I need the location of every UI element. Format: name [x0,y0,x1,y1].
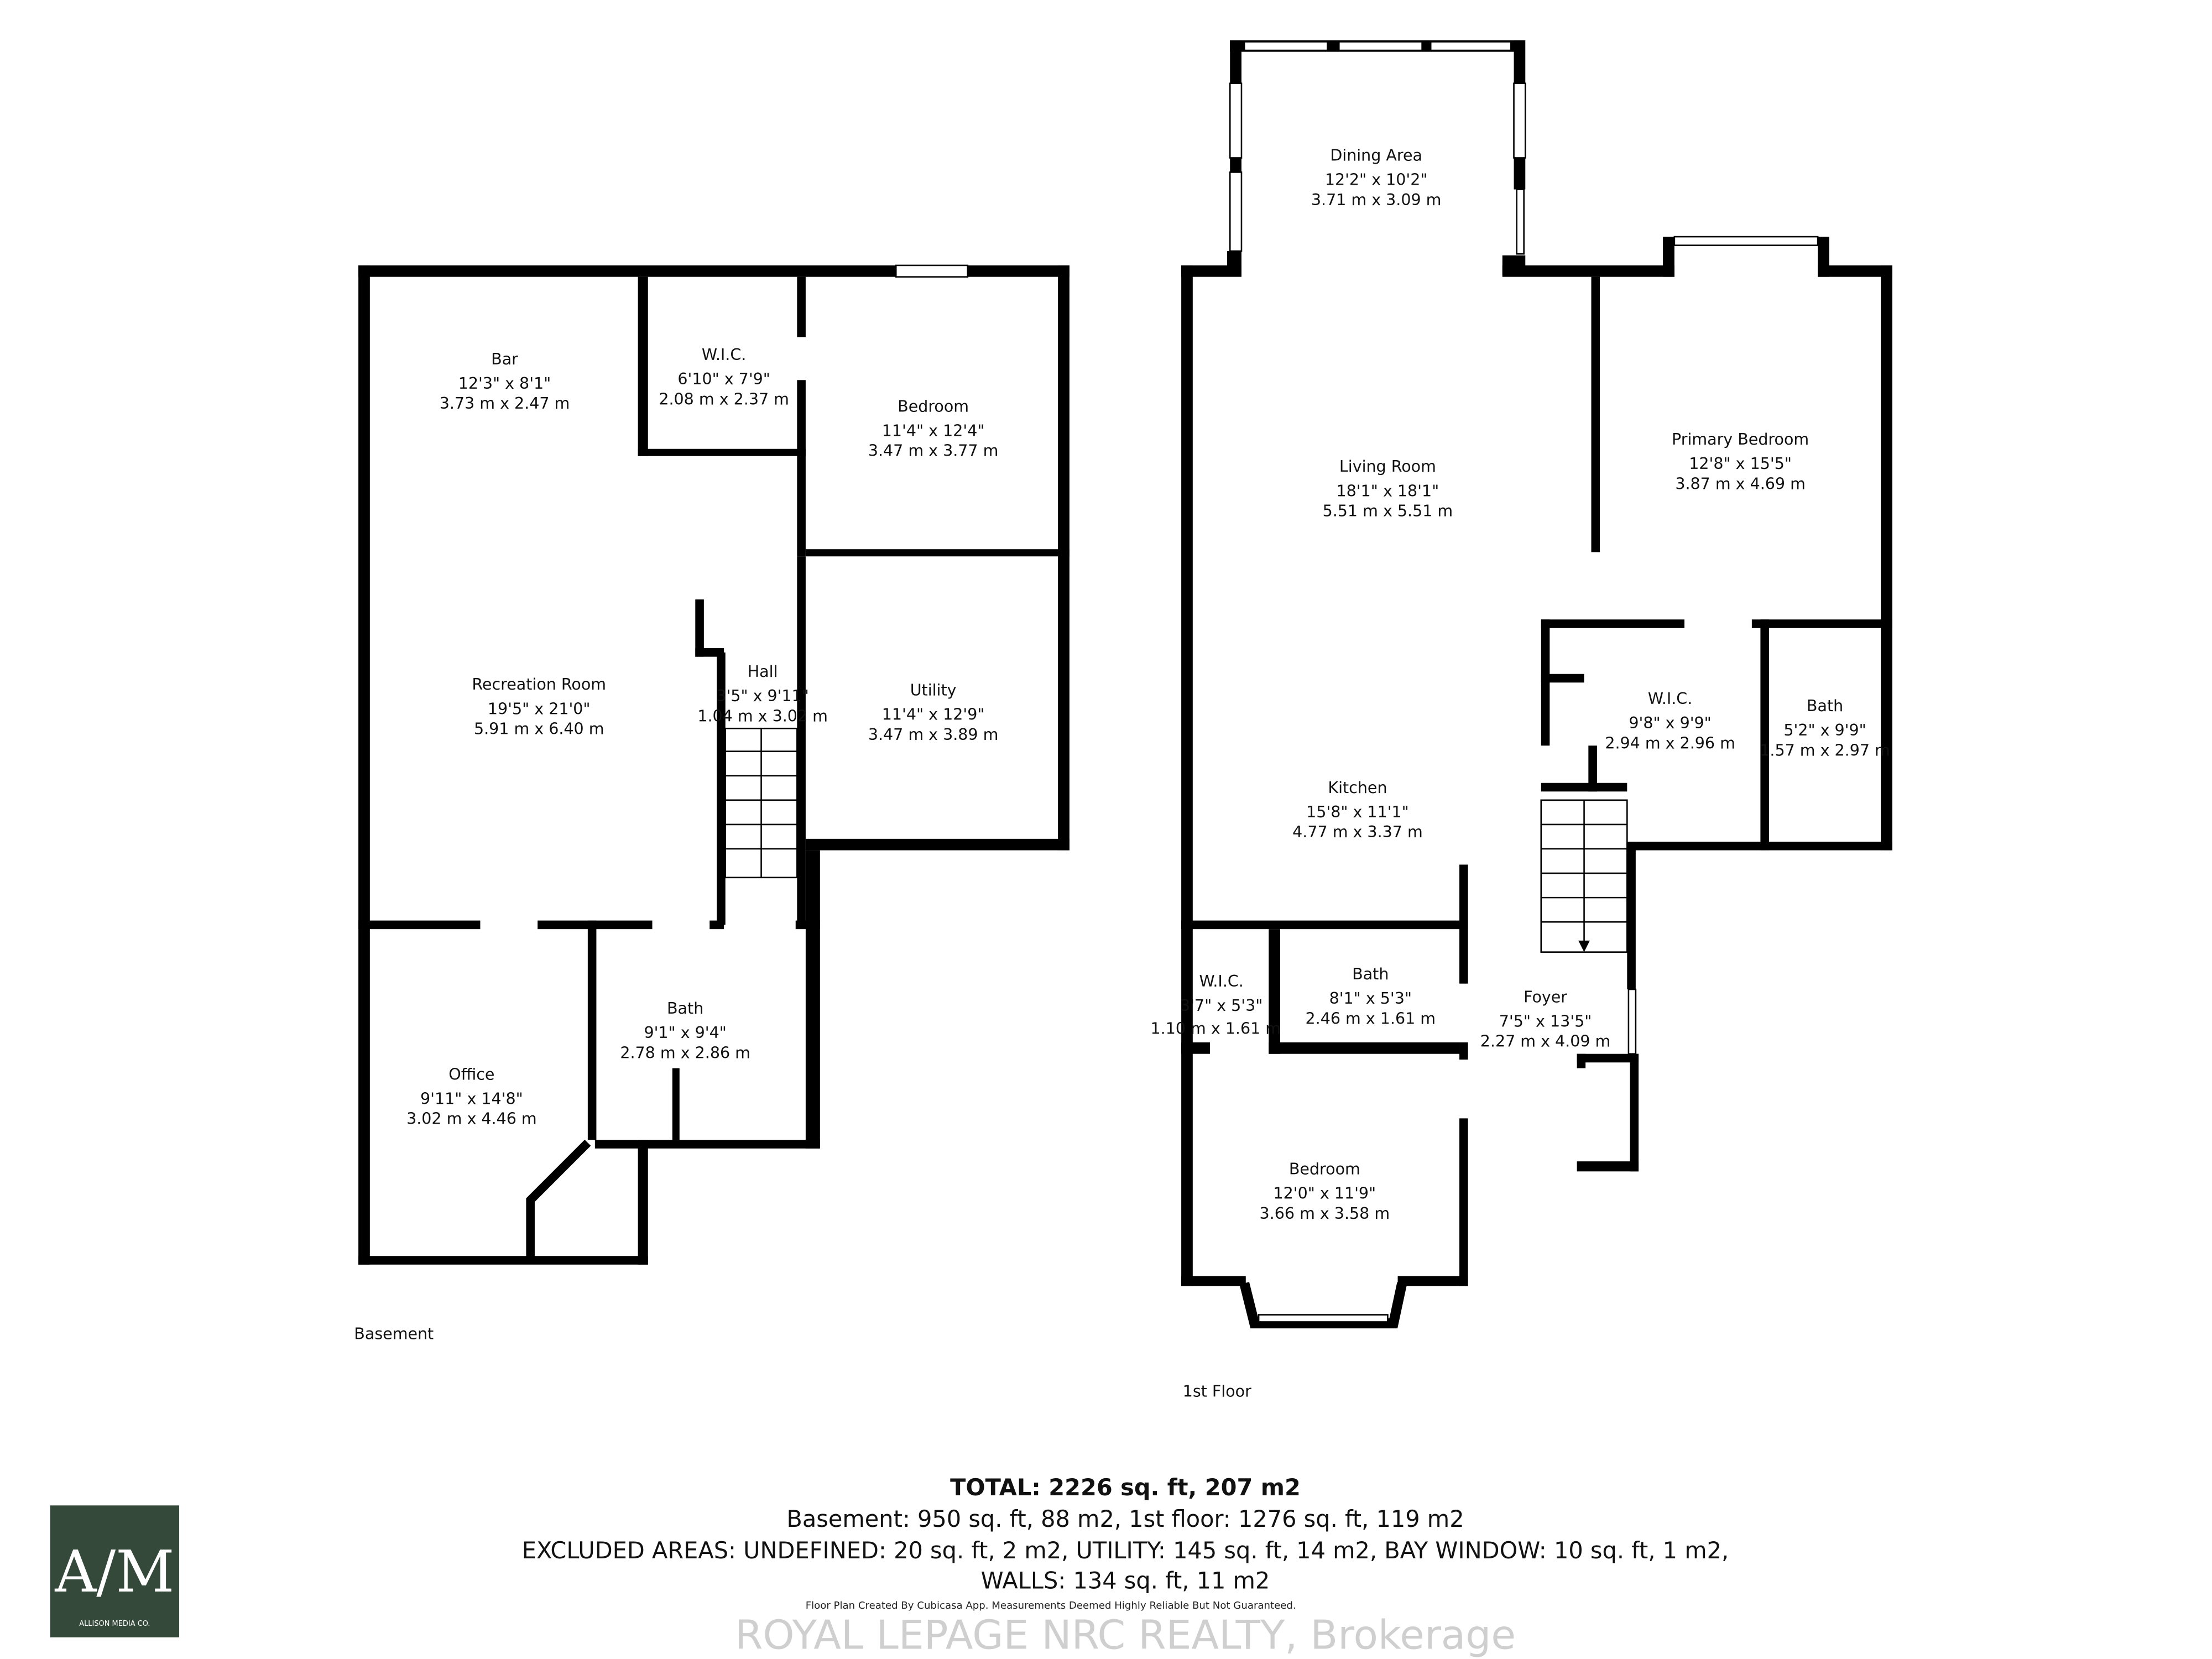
room-recreation: Recreation Room 19'5" x 21'0" 5.91 m x 6.4… [472,675,606,738]
watermark: ROYAL LEPAGE NRC REALTY, Brokerage [735,1613,1516,1659]
svg-text:3.71 m x 3.09 m: 3.71 m x 3.09 m [1311,191,1442,209]
svg-text:Primary Bedroom: Primary Bedroom [1672,430,1809,448]
basement-plan: Bar 12'3" x 8'1"3.73 m x 2.47 m W.I.C. 6'1… [354,264,1070,1343]
svg-text:9'1" x 9'4": 9'1" x 9'4" [644,1024,726,1042]
room-ensuite-bath: Bath 5'2" x 9'9" 1.57 m x 2.97 m [1760,697,1890,759]
room-bedroom: Bedroom 12'0" x 11'9"3.66 m x 3.58 m [1260,1160,1390,1222]
room-wic-primary: W.I.C. 9'8" x 9'9" 2.94 m x 2.96 m [1605,690,1735,752]
room-wic: W.I.C. 6'10" x 7'9" 2.08 m x 2.37 m [659,346,789,408]
first-floor-label: 1st Floor [1183,1382,1251,1400]
svg-text:Utility: Utility [910,681,957,700]
svg-text:Office: Office [448,1065,494,1083]
room-hall: Hall 3'5" x 9'11" 1.04 m x 3.02 m [697,662,828,725]
svg-text:18'1" x 18'1": 18'1" x 18'1" [1337,482,1439,500]
svg-text:1.10 m x 1.61 m: 1.10 m x 1.61 m [1151,1019,1281,1037]
svg-text:3.47 m x 3.77 m: 3.47 m x 3.77 m [868,442,999,460]
excluded-areas: EXCLUDED AREAS: UNDEFINED: 20 sq. ft, 2 … [522,1537,1729,1564]
room-living: Living Room 18'1" x 18'1" 5.51 m x 5.51 m [1323,457,1453,520]
room-utility: Utility 11'4" x 12'9" 3.47 m x 3.89 m [868,681,999,744]
svg-text:Bath: Bath [1352,965,1389,983]
svg-text:19'5" x 21'0": 19'5" x 21'0" [488,700,591,718]
svg-text:7'5" x 13'5": 7'5" x 13'5" [1499,1012,1592,1030]
svg-text:9'8" x 9'9": 9'8" x 9'9" [1629,714,1711,732]
svg-text:Hall: Hall [748,662,778,681]
disclaimer: Floor Plan Created By Cubicasa App. Meas… [806,1600,1296,1611]
svg-text:5.91 m x 6.40 m: 5.91 m x 6.40 m [474,720,604,738]
svg-text:Bath: Bath [1807,697,1843,715]
svg-text:2.78 m x 2.86 m: 2.78 m x 2.86 m [620,1044,750,1062]
svg-text:Bedroom: Bedroom [1289,1160,1360,1178]
svg-text:5.51 m x 5.51 m: 5.51 m x 5.51 m [1323,502,1453,520]
svg-text:2.94 m x 2.96 m: 2.94 m x 2.96 m [1605,734,1735,753]
svg-text:12'2" x 10'2": 12'2" x 10'2" [1325,171,1428,189]
room-office: Office 9'11" x 14'8" 3.02 m x 4.46 m [406,1065,537,1128]
svg-text:Living Room: Living Room [1339,457,1436,476]
allison-media-logo: A/M ALLISON MEDIA CO. [50,1505,180,1637]
svg-text:3'5" x 9'11": 3'5" x 9'11" [716,687,809,705]
floor-areas: Basement: 950 sq. ft, 88 m2, 1st floor: … [786,1506,1464,1532]
svg-text:4.77 m x 3.37 m: 4.77 m x 3.37 m [1292,823,1423,841]
area-summary: TOTAL: 2226 sq. ft, 207 m2 Basement: 950… [522,1474,1729,1658]
svg-text:6'10" x 7'9": 6'10" x 7'9" [677,370,770,388]
svg-text:Bedroom: Bedroom [898,397,969,415]
svg-text:2.27 m x 4.09 m: 2.27 m x 4.09 m [1480,1032,1611,1051]
svg-text:3.02 m x 4.46 m: 3.02 m x 4.46 m [406,1110,537,1128]
svg-text:Dining Area: Dining Area [1330,147,1422,165]
room-bar: Bar 12'3" x 8'1"3.73 m x 2.47 m [440,350,570,413]
svg-text:12'3" x 8'1": 12'3" x 8'1" [458,374,551,393]
svg-text:1.57 m x 2.97 m: 1.57 m x 2.97 m [1760,741,1890,759]
room-kitchen: Kitchen 15'8" x 11'1" 4.77 m x 3.37 m [1292,779,1423,841]
svg-text:2.08 m x 2.37 m: 2.08 m x 2.37 m [659,390,789,408]
svg-text:Recreation Room: Recreation Room [472,675,606,693]
svg-text:8'1" x 5'3": 8'1" x 5'3" [1329,989,1412,1008]
room-wic-small: W.I.C. 3'7" x 5'3" 1.10 m x 1.61 m [1151,972,1281,1038]
room-primary-bedroom: Primary Bedroom 12'8" x 15'5"3.87 m x 4.6… [1672,430,1809,493]
svg-text:Kitchen: Kitchen [1328,779,1387,797]
svg-text:5'2" x 9'9": 5'2" x 9'9" [1783,721,1866,739]
total-area: TOTAL: 2226 sq. ft, 207 m2 [950,1474,1301,1501]
room-bath-main: Bath 8'1" x 5'3"2.46 m x 1.61 m [1306,965,1436,1027]
svg-text:W.I.C.: W.I.C. [1199,972,1243,990]
svg-text:3.47 m x 3.89 m: 3.47 m x 3.89 m [868,726,999,744]
room-foyer: Foyer 7'5" x 13'5" 2.27 m x 4.09 m [1480,988,1611,1050]
svg-text:3.73 m x 2.47 m: 3.73 m x 2.47 m [440,394,570,413]
wall-area: WALLS: 134 sq. ft, 11 m2 [981,1568,1270,1594]
logo-monogram: A/M [54,1539,174,1605]
svg-text:3.66 m x 3.58 m: 3.66 m x 3.58 m [1260,1204,1390,1223]
room-bedroom: Bedroom 11'4" x 12'4" 3.47 m x 3.77 m [868,397,999,460]
room-bath: Bath 9'1" x 9'4" 2.78 m x 2.86 m [620,999,750,1062]
svg-text:11'4" x 12'4": 11'4" x 12'4" [882,421,985,440]
svg-text:1.04 m x 3.02 m: 1.04 m x 3.02 m [697,707,828,725]
svg-text:12'0" x 11'9": 12'0" x 11'9" [1273,1185,1376,1203]
svg-text:9'11" x 14'8": 9'11" x 14'8" [420,1089,523,1108]
svg-text:15'8" x 11'1": 15'8" x 11'1" [1306,803,1409,821]
svg-text:Bar: Bar [491,350,518,368]
svg-text:11'4" x 12'9": 11'4" x 12'9" [882,706,985,724]
svg-text:3'7" x 5'3": 3'7" x 5'3" [1180,997,1262,1015]
basement-stairs [724,727,798,879]
logo-name: ALLISON MEDIA CO. [79,1620,150,1628]
basement-label: Basement [354,1325,434,1343]
svg-text:W.I.C.: W.I.C. [1648,690,1692,708]
svg-text:W.I.C.: W.I.C. [702,346,746,364]
svg-text:Bath: Bath [667,999,703,1018]
svg-text:3.87 m x 4.69 m: 3.87 m x 4.69 m [1675,474,1806,493]
svg-text:12'8" x 15'5": 12'8" x 15'5" [1689,455,1792,473]
first-floor-stairs [1540,799,1628,953]
svg-text:Foyer: Foyer [1524,988,1567,1006]
svg-text:2.46 m x 1.61 m: 2.46 m x 1.61 m [1306,1009,1436,1027]
room-dining-area: Dining Area 12'2" x 10'2" 3.71 m x 3.09 m [1311,147,1442,209]
